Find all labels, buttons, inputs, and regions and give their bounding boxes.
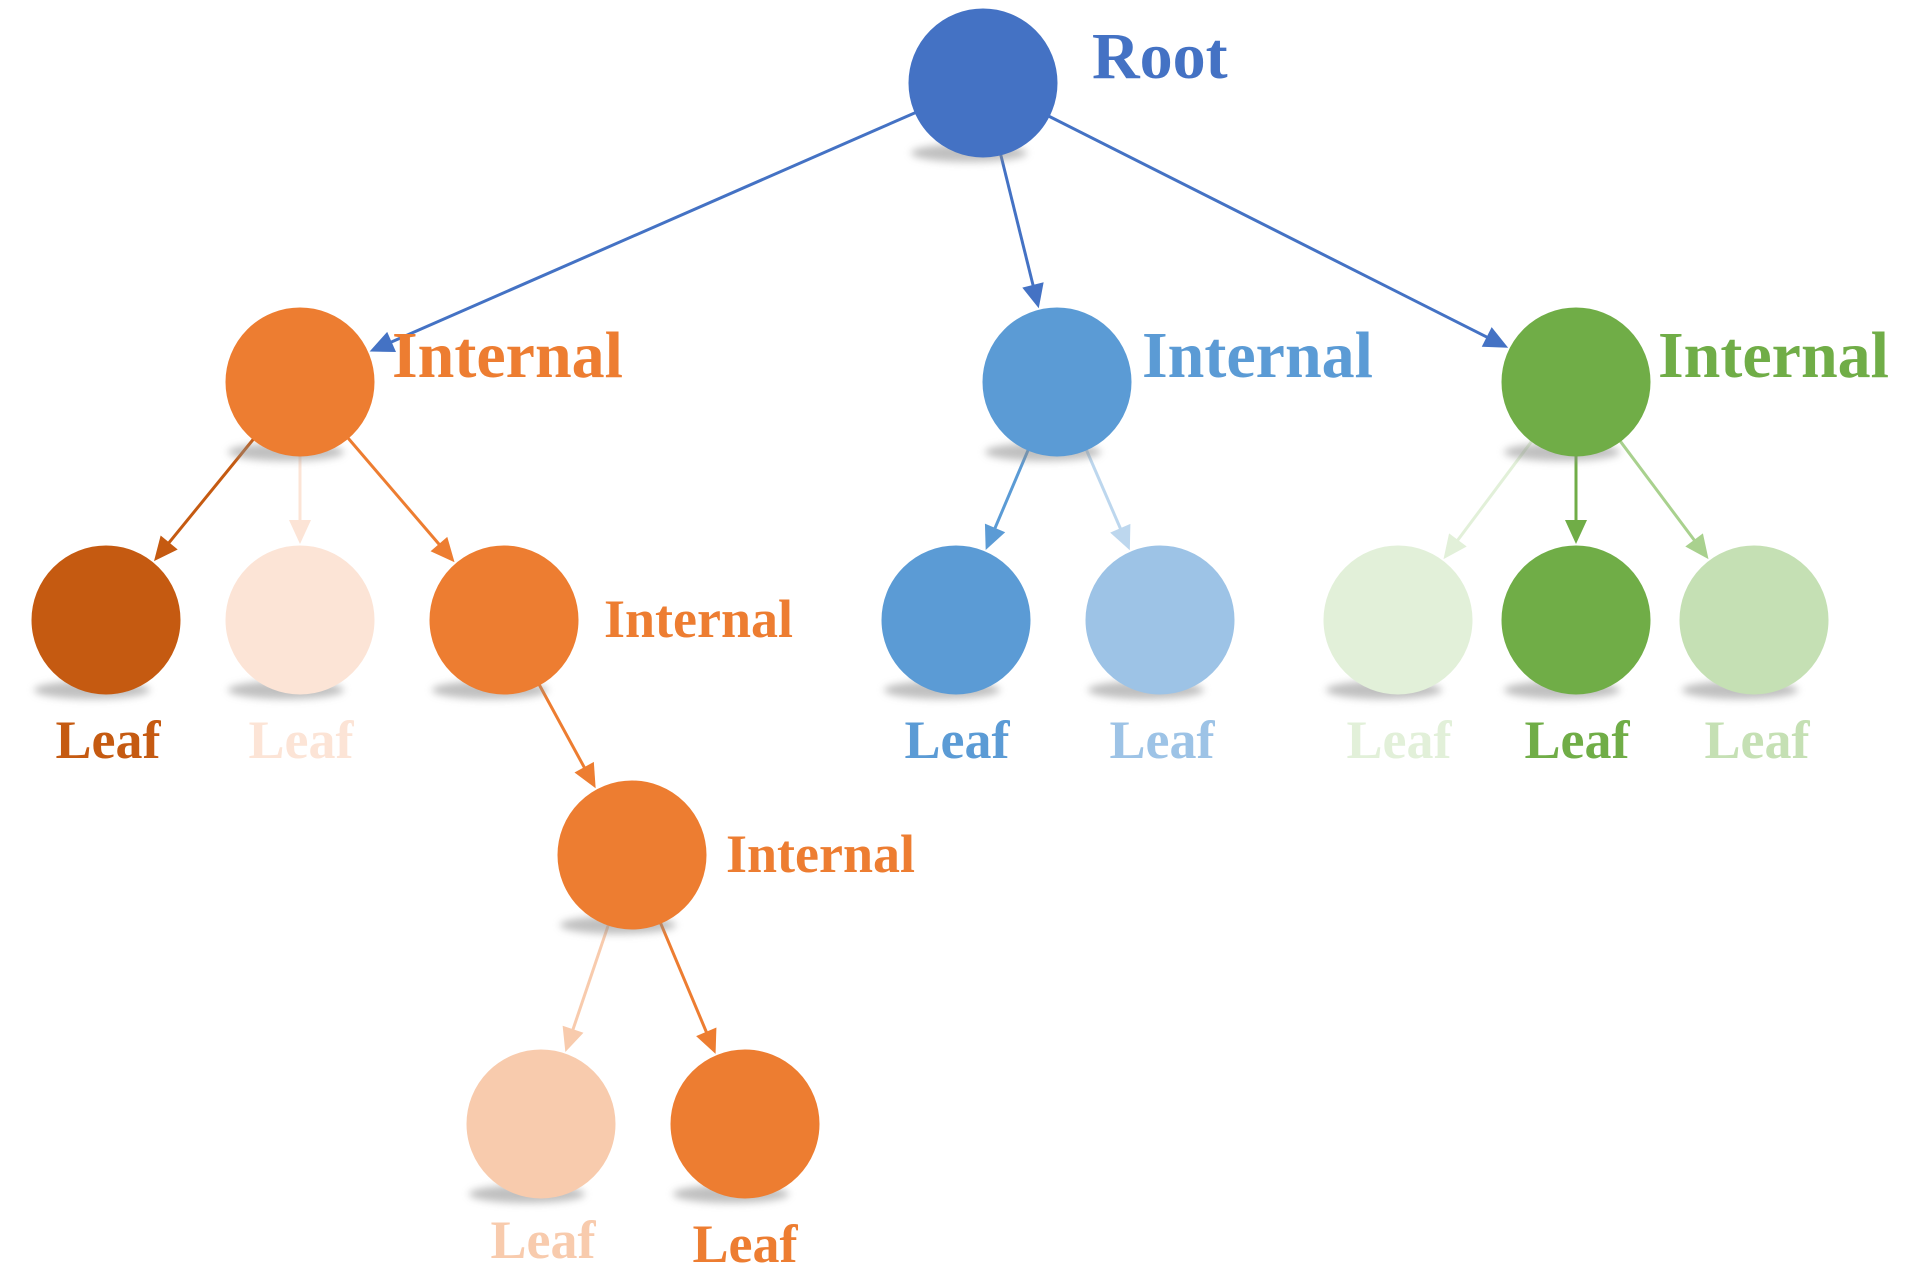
leaf-label-leaf_o3: Leaf [491, 1210, 597, 1270]
internal-label-int_g: Internal [1658, 319, 1889, 392]
leaf-label-leaf_o1: Leaf [56, 710, 162, 770]
leaf-node-leaf_o4 [670, 1049, 820, 1199]
edge-root-to-int_g [1044, 113, 1491, 341]
internal-node-int_o3 [557, 780, 707, 930]
leaf-label-leaf_b2: Leaf [1110, 710, 1216, 770]
internal-label-int_o: Internal [392, 319, 623, 392]
leaf-label-leaf_g3: Leaf [1705, 710, 1811, 770]
leaf-node-leaf_g1 [1323, 545, 1473, 695]
leaf-node-leaf_b1 [881, 545, 1031, 695]
edge-int_o3-to-leaf_o4 [657, 918, 710, 1037]
arrowhead-root-to-int_o [369, 331, 397, 352]
edge-int_g-to-leaf_g3 [1616, 437, 1698, 545]
arrowhead-int_o2-to-int_o3 [574, 761, 596, 789]
leaf-node-leaf_o2 [225, 545, 375, 695]
arrowhead-int_o-to-leaf_o1 [154, 535, 178, 562]
leaf-node-leaf_g2 [1501, 545, 1651, 695]
leaf-node-leaf_b2 [1085, 545, 1235, 695]
arrowhead-int_b-to-leaf_b1 [984, 523, 1006, 551]
nodes-layer [31, 8, 1829, 1199]
internal-label-int_o2: Internal [604, 589, 793, 649]
internal-label-int_b: Internal [1142, 319, 1373, 392]
internal-node-int_g [1501, 307, 1651, 457]
leaf-node-leaf_o1 [31, 545, 181, 695]
edge-root-to-int_b [998, 150, 1036, 290]
edge-int_o2-to-int_o3 [536, 680, 588, 772]
edge-int_o-to-int_o2 [344, 434, 443, 549]
root-node-root [908, 8, 1058, 158]
internal-node-int_b [982, 307, 1132, 457]
leaf-label-leaf_o2: Leaf [249, 710, 355, 770]
arrowhead-int_g-to-leaf_g2 [1565, 520, 1587, 544]
root-label-root: Root [1092, 20, 1228, 93]
arrowhead-int_o3-to-leaf_o4 [696, 1027, 717, 1054]
edge-int_b-to-leaf_b1 [992, 445, 1032, 533]
arrowhead-root-to-int_b [1022, 282, 1044, 309]
leaf-label-leaf_g1: Leaf [1347, 710, 1453, 770]
leaf-node-leaf_o3 [466, 1049, 616, 1199]
edges-layer [154, 109, 1709, 1054]
internal-label-int_o3: Internal [726, 824, 915, 884]
arrowhead-int_b-to-leaf_b2 [1110, 523, 1131, 551]
leaf-node-leaf_g3 [1679, 545, 1829, 695]
edge-int_b-to-leaf_b2 [1083, 445, 1124, 533]
arrowhead-int_g-to-leaf_g3 [1685, 533, 1709, 560]
arrowhead-int_o3-to-leaf_o3 [562, 1025, 584, 1053]
leaf-label-leaf_b1: Leaf [905, 710, 1011, 770]
leaf-label-leaf_o4: Leaf [693, 1214, 799, 1271]
internal-node-int_o [225, 307, 375, 457]
arrowhead-root-to-int_g [1481, 327, 1509, 348]
internal-node-int_o2 [429, 545, 579, 695]
edge-int_o3-to-leaf_o3 [570, 920, 611, 1034]
arrowhead-int_g-to-leaf_g1 [1443, 533, 1467, 560]
arrowhead-int_o-to-leaf_o2 [289, 520, 311, 544]
edge-root-to-int_o [387, 109, 920, 345]
leaf-label-leaf_g2: Leaf [1525, 710, 1631, 770]
arrowhead-int_o-to-int_o2 [430, 536, 455, 563]
